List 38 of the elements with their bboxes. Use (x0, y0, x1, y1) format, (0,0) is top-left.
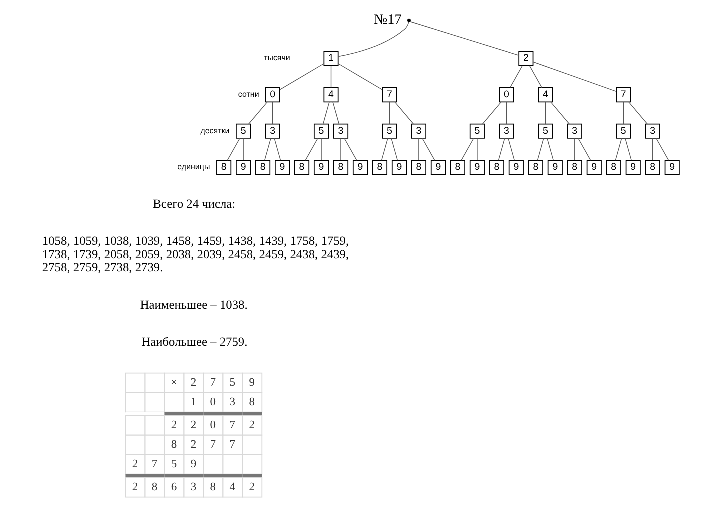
label: 7 (229, 439, 236, 452)
label: Наименьшее – 1038. (140, 298, 248, 312)
label: 2 (132, 458, 138, 471)
label: 8 (170, 439, 177, 452)
label: Всего 24 числа: (152, 196, 236, 211)
label: 1058, 1059, 1038, 1039, 1458, 1459, 1438, 1439, 1758, 1759, 1738, 1739, 2058, 2059, 2038, 2039, 2458, 2459, 2438, 2439, 2758, 2759, 2738, 2739. (42, 234, 349, 275)
label: 7 (229, 420, 236, 432)
label: 3 (190, 482, 196, 494)
label: единицы (177, 162, 210, 172)
label: 2 (170, 420, 177, 432)
label: 8 (151, 482, 158, 494)
label: 7 (151, 458, 158, 471)
label: 2 (190, 420, 196, 432)
label: 2 (248, 420, 255, 432)
label: 3 (229, 396, 236, 409)
label: 9 (190, 458, 196, 471)
label: 2 (190, 439, 196, 452)
label: 7 (210, 377, 216, 390)
label: 2 (132, 482, 138, 494)
label: 6 (170, 482, 177, 494)
label: × (170, 377, 177, 390)
label: тысячи (264, 54, 290, 63)
label: 0 (210, 420, 216, 432)
label: 7 (210, 439, 216, 452)
label: 9 (248, 377, 255, 390)
label: 8 (210, 482, 216, 494)
label: 1 (190, 396, 196, 409)
label: 5 (229, 377, 236, 390)
label: 4 (229, 482, 236, 494)
label: 8 (248, 396, 255, 409)
label: №17 (374, 12, 402, 28)
label: Наибольшее – 2759. (141, 334, 248, 349)
label: 2 (248, 482, 255, 494)
label: 0 (210, 396, 216, 409)
label: 2 (190, 377, 196, 390)
label: 5 (170, 458, 177, 471)
label: сотни (238, 90, 259, 100)
label: десятки (200, 126, 230, 136)
